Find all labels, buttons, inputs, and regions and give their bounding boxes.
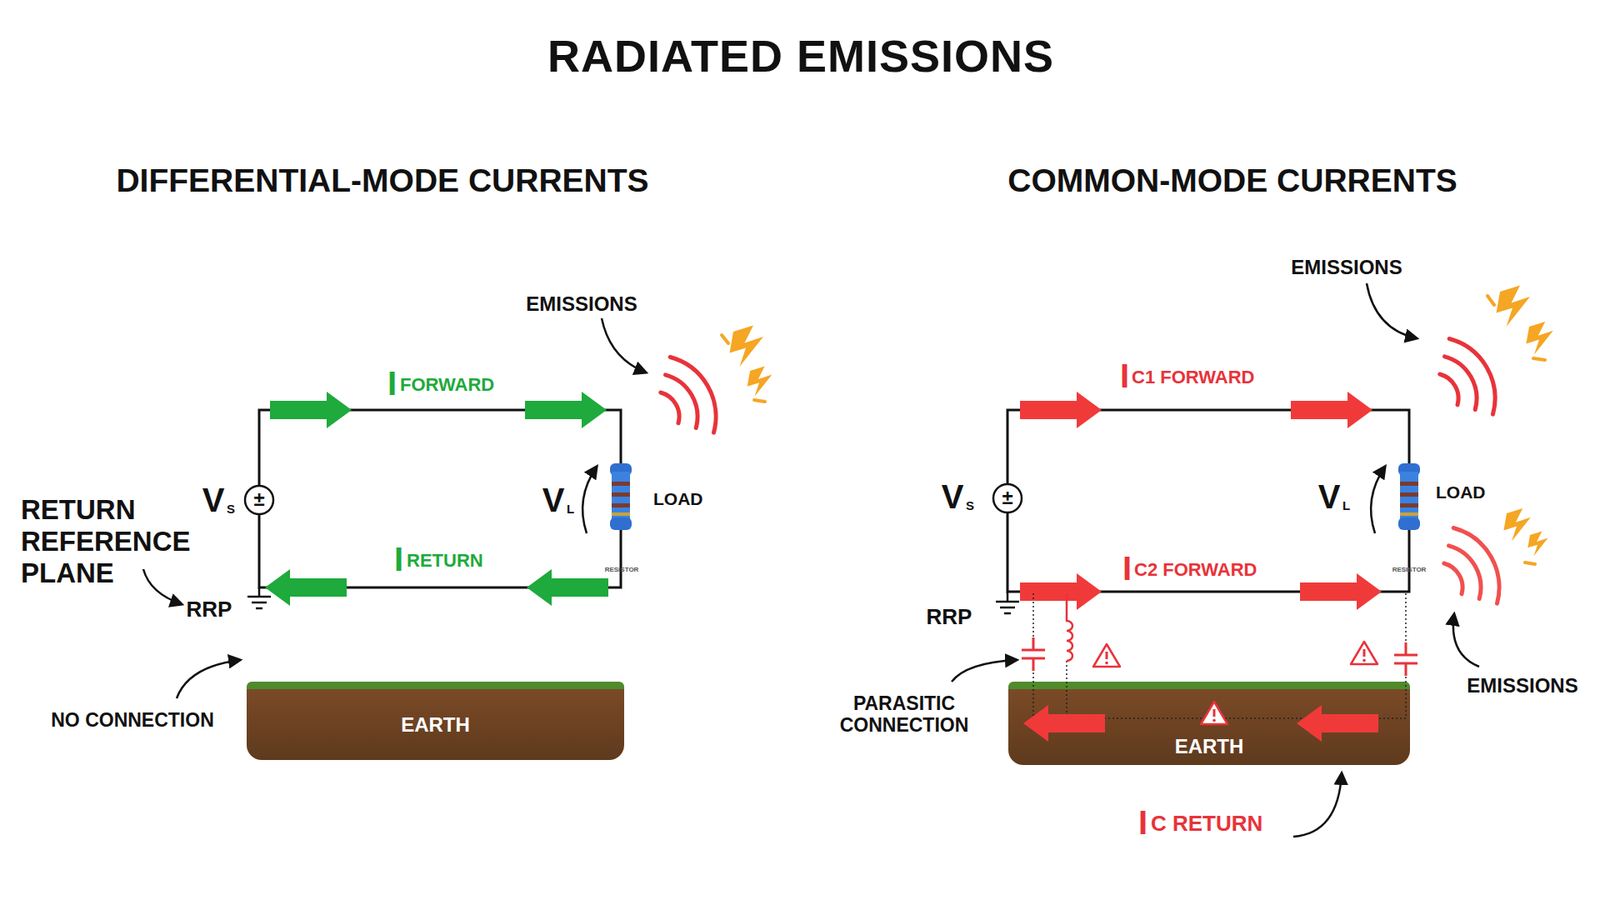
common-current-arrow [1020,573,1102,610]
leader-arrow [1453,614,1480,667]
forward-current-arrow [525,391,607,429]
capacitor-gap [1023,650,1044,658]
lightning-bolt [747,366,773,397]
earth-current-arrow [1296,705,1379,742]
leader-arrow [601,318,646,373]
voltage-subscript: L [566,501,575,516]
resistor-print: RESISTOR [1392,565,1427,574]
circuit-wire [1007,410,1410,592]
emissions-label: EMISSIONS [525,292,637,316]
ground-symbol [247,587,271,609]
resistor-symbol [610,463,632,530]
common-current-arrow [1020,391,1102,429]
plane-label: RETURN REFERENCE PLANE [20,494,213,590]
emission-waves [1444,528,1500,605]
node-text: EARTH [1175,735,1245,759]
ground-symbol [995,591,1020,614]
capacitor-gap [1395,655,1416,663]
earth-current-arrow [1023,705,1105,742]
diagram-title: RADIATED EMISSIONS [547,30,1055,82]
spark-dash [1487,295,1545,565]
parasitic-inductor [1066,593,1073,661]
warning-sign [1350,641,1378,665]
current-symbol: I [394,540,404,579]
leader-arrow [1366,283,1417,339]
voltage-arrow [1370,466,1385,534]
leader-arrow [143,569,182,605]
current-symbol: I [1138,803,1148,842]
voltage-source [993,484,1022,513]
common-current-arrow [1300,573,1382,610]
parasitic-capacitor [1394,642,1418,676]
current-symbol: I [1122,549,1132,588]
emissions-label: EMISSIONS [1290,255,1402,280]
voltage-subscript: S [226,501,235,516]
resistor-symbol [1398,463,1420,530]
voltage-subscript: L [1342,498,1350,513]
common-current-arrow [1290,391,1373,429]
return-current-arrow [526,569,609,606]
polarity-mark: ± [1001,485,1013,510]
polarity-mark: ± [253,487,265,511]
leader-arrow [951,660,1017,682]
leader-arrow [1293,773,1342,837]
voltage-symbol: V [941,477,965,516]
emissions-label: EMISSIONS [1466,674,1578,698]
note-label: NO CONNECTION [50,709,215,731]
lightning-bolt [730,325,765,368]
rrp-label: RRP [186,597,233,623]
emission-waves [660,357,716,434]
lightning-bolt [1503,508,1530,542]
lightning-bolt [1496,285,1531,328]
rrp-label: RRP [926,605,973,630]
spark-dash [721,335,765,402]
lightning-bolt [1525,321,1553,355]
load-label: LOAD [1435,482,1486,503]
parasitic-capacitor [1021,637,1045,671]
lightning-bolt [1527,531,1548,557]
current-name: RETURN [406,550,484,571]
voltage-symbol: V [1318,477,1341,516]
resistor-print: RESISTOR [605,565,640,574]
voltage-source [245,485,274,515]
emission-waves [1440,339,1495,415]
current-symbol: I [1120,356,1130,395]
warning-sign [1200,701,1228,725]
panel-heading: COMMON-MODE CURRENTS [1007,162,1457,200]
circuit-wire [259,410,621,588]
parasitic-path [1033,593,1406,719]
current-symbol: I [387,364,397,403]
forward-current-arrow [270,391,352,429]
voltage-symbol: V [202,480,225,520]
voltage-arrow [582,466,597,534]
earth-ground: EARTH [1008,681,1410,765]
voltage-subscript: S [965,498,975,513]
current-name: C1 FORWARD [1131,366,1255,388]
current-name: C2 FORWARD [1134,559,1258,580]
panel-heading: DIFFERENTIAL-MODE CURRENTS [115,162,649,200]
earth-ground: EARTH [246,681,625,760]
load-label: LOAD [653,489,704,510]
leader-arrow [176,660,240,699]
return-current-arrow [265,569,347,606]
warning-sign [1093,644,1120,667]
voltage-symbol: V [542,480,565,520]
current-name: FORWARD [400,374,495,395]
note-label: PARASITIC CONNECTION [816,692,992,737]
node-text: EARTH [400,713,470,737]
current-name: C RETURN [1150,811,1263,837]
